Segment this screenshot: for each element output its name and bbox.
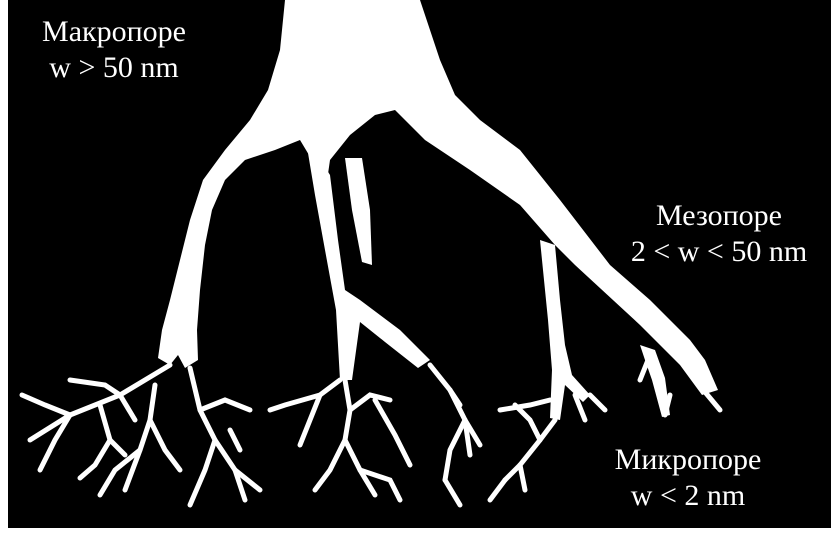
micropore-twig xyxy=(500,400,550,410)
micropore-twig xyxy=(490,480,505,500)
micropore-range: w < 2 nm xyxy=(588,478,788,514)
mesopore-label: Мезопоре 2 < w < 50 nm xyxy=(608,198,830,270)
micropore-name: Микропоре xyxy=(588,442,788,478)
micropore-twig xyxy=(230,430,240,450)
micropore-twig xyxy=(190,440,215,505)
micropore-twig xyxy=(150,420,180,470)
micropore-twig xyxy=(345,440,375,495)
mesopore-name: Мезопоре xyxy=(608,198,830,234)
micropore-twig xyxy=(445,480,460,505)
micropore-twig xyxy=(590,395,605,410)
micropore-twig xyxy=(70,380,120,395)
micropore-twig xyxy=(120,395,135,420)
micropore-twig xyxy=(445,420,465,480)
macropore-name: Макропоре xyxy=(14,14,214,50)
micropore-twig xyxy=(705,392,720,410)
macropore-label: Макропоре w > 50 nm xyxy=(14,14,214,86)
micropore-label: Микропоре w < 2 nm xyxy=(588,442,788,514)
micropore-twig xyxy=(200,400,250,410)
micropore-twig xyxy=(22,395,70,415)
micropore-twig xyxy=(515,405,540,440)
micropore-twig xyxy=(300,395,320,445)
micropore-twig xyxy=(125,385,155,490)
micropore-twig xyxy=(430,365,470,455)
micropore-twig xyxy=(360,470,400,500)
mesopore-range: 2 < w < 50 nm xyxy=(608,234,830,270)
micropore-twig xyxy=(375,400,410,465)
micropore-twig xyxy=(350,395,390,410)
macropore-range: w > 50 nm xyxy=(14,50,214,86)
macropore-branch-slit xyxy=(345,158,372,265)
micropore-twig xyxy=(520,465,525,490)
micropore-twig xyxy=(270,380,340,410)
micropore-twig xyxy=(80,440,110,478)
micropore-twig xyxy=(505,420,555,480)
